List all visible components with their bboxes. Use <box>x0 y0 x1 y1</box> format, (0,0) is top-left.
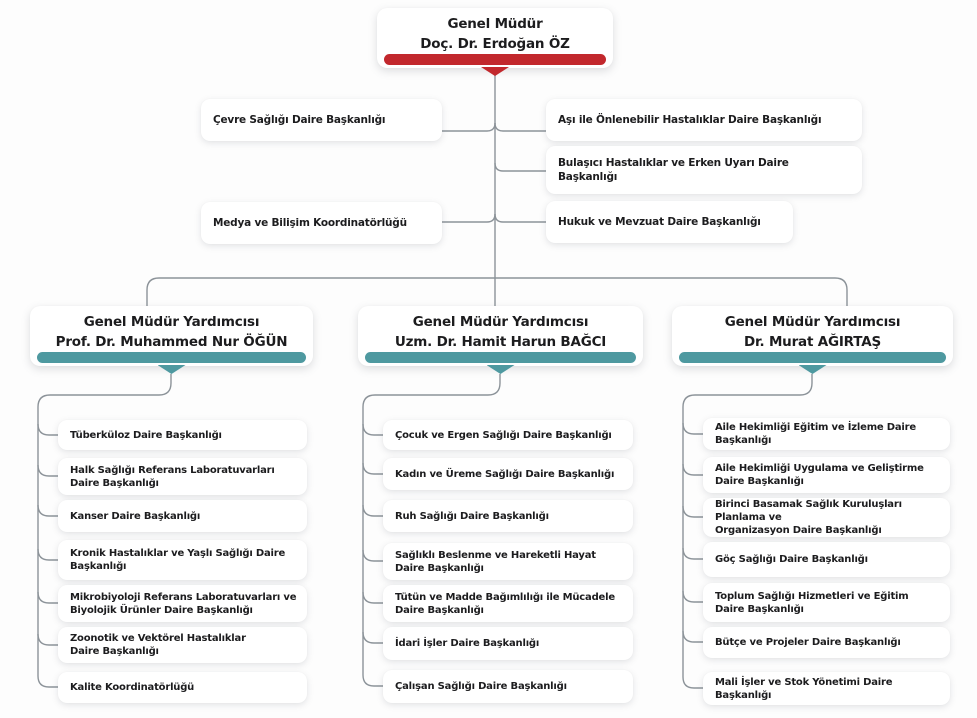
dept-item: Kanser Daire Başkanlığı <box>58 500 307 532</box>
dept-item-label: Göç Sağlığı Daire Başkanlığı <box>715 554 868 565</box>
connector-lines <box>37 72 848 689</box>
dept-item-label: Bütçe ve Projeler Daire Başkanlığı <box>715 637 901 648</box>
deputy-tail <box>798 365 827 374</box>
dept-item-label: Kronik Hastalıklar ve Yaşlı Sağlığı Dair… <box>70 548 286 572</box>
dept-item: Bütçe ve Projeler Daire Başkanlığı <box>703 627 950 658</box>
dept-item-label: Mikrobiyoloji Referans Laboratuvarları v… <box>70 591 297 616</box>
dept-item: Toplum Sağlığı Hizmetleri ve Eğitim Dair… <box>703 583 950 622</box>
staff-label: Çevre Sağlığı Daire Başkanlığı <box>213 113 386 126</box>
root-node: Genel Müdür Doç. Dr. Erdoğan ÖZ <box>377 8 613 76</box>
staff-node-hukuk: Hukuk ve Mevzuat Daire Başkanlığı <box>546 201 793 243</box>
dept-item-label: Birinci Basamak Sağlık Kuruluşları Planl… <box>715 499 902 536</box>
dept-item: Kadın ve Üreme Sağlığı Daire Başkanlığı <box>383 458 633 490</box>
staff-label: Medya ve Bilişim Koordinatörlüğü <box>213 216 407 229</box>
dept-item: Halk Sağlığı Referans Laboratuvarları Da… <box>58 458 307 495</box>
staff-label: Hukuk ve Mevzuat Daire Başkanlığı <box>558 215 761 228</box>
dept-item-label: Tüberküloz Daire Başkanlığı <box>70 429 222 441</box>
dept-item: Mikrobiyoloji Referans Laboratuvarları v… <box>58 585 307 622</box>
dept-item-label: Toplum Sağlığı Hizmetleri ve Eğitim Dair… <box>715 590 909 615</box>
dept-item-label: Mali İşler ve Stok Yönetimi Daire Başkan… <box>715 676 893 701</box>
deputy-accent-bar <box>37 352 306 363</box>
dept-item: Zoonotik ve Vektörel Hastalıklar Daire B… <box>58 627 307 663</box>
deputy-title: Genel Müdür Yardımcısı <box>724 314 901 330</box>
dept-item-label: Çocuk ve Ergen Sağlığı Daire Başkanlığı <box>395 429 612 441</box>
staff-node-asi: Aşı ile Önlenebilir Hastalıklar Daire Ba… <box>546 99 862 141</box>
staff-node-bulasici: Bulaşıcı Hastalıklar ve Erken Uyarı Dair… <box>546 146 862 194</box>
dept-item: Mali İşler ve Stok Yönetimi Daire Başkan… <box>703 672 950 705</box>
dept-item-label: Çalışan Sağlığı Daire Başkanlığı <box>395 681 567 692</box>
deputy-title: Genel Müdür Yardımcısı <box>83 314 260 330</box>
deputy-name: Uzm. Dr. Hamit Harun BAĞCI <box>394 333 607 350</box>
root-name: Doç. Dr. Erdoğan ÖZ <box>420 35 570 52</box>
dept-item-label: Aile Hekimliği Eğitim ve İzleme Daire Ba… <box>715 422 916 446</box>
deputy-accent-bar <box>679 352 946 363</box>
dept-item-label: Kalite Koordinatörlüğü <box>70 682 195 693</box>
dept-item-label: Zoonotik ve Vektörel Hastalıklar Daire B… <box>70 633 246 657</box>
dept-item-label: Aile Hekimliği Uygulama ve Geliştirme Da… <box>715 463 924 487</box>
staff-label: Aşı ile Önlenebilir Hastalıklar Daire Ba… <box>558 113 822 126</box>
deputy-node-2: Genel Müdür Yardımcısı Uzm. Dr. Hamit Ha… <box>358 306 643 374</box>
deputy-name: Prof. Dr. Muhammed Nur ÖĞÜN <box>55 333 288 350</box>
deputy-node-1: Genel Müdür Yardımcısı Prof. Dr. Muhamme… <box>30 306 313 374</box>
dept-item: Çocuk ve Ergen Sağlığı Daire Başkanlığı <box>383 420 633 450</box>
staff-label: Bulaşıcı Hastalıklar ve Erken Uyarı Dair… <box>558 156 789 183</box>
dept-item: Ruh Sağlığı Daire Başkanlığı <box>383 500 633 532</box>
deputy-title: Genel Müdür Yardımcısı <box>412 314 589 330</box>
deputy-tail <box>486 365 515 374</box>
dept-item: İdari İşler Daire Başkanlığı <box>383 627 633 660</box>
dept-item-label: Halk Sağlığı Referans Laboratuvarları Da… <box>70 464 275 489</box>
dept-item-label: Sağlıklı Beslenme ve Hareketli Hayat Dai… <box>395 549 596 574</box>
dept-item: Aile Hekimliği Eğitim ve İzleme Daire Ba… <box>703 418 950 450</box>
dept-item: Aile Hekimliği Uygulama ve Geliştirme Da… <box>703 457 950 493</box>
dept-item-label: Tütün ve Madde Bağımlılığı ile Mücadele … <box>395 591 615 616</box>
deputy-accent-bar <box>365 352 636 363</box>
dept-item: Birinci Basamak Sağlık Kuruluşları Planl… <box>703 498 950 537</box>
dept-item: Tüberküloz Daire Başkanlığı <box>58 420 307 450</box>
deputy-name: Dr. Murat AĞIRTAŞ <box>743 333 881 350</box>
dept-item: Kalite Koordinatörlüğü <box>58 672 307 703</box>
staff-node-medya-bilisim: Medya ve Bilişim Koordinatörlüğü <box>201 202 442 244</box>
deputy-node-3: Genel Müdür Yardımcısı Dr. Murat AĞIRTAŞ <box>672 306 953 374</box>
staff-node-cevre-sagligi: Çevre Sağlığı Daire Başkanlığı <box>201 99 442 141</box>
dept-item: Tütün ve Madde Bağımlılığı ile Mücadele … <box>383 585 633 622</box>
dept-item: Sağlıklı Beslenme ve Hareketli Hayat Dai… <box>383 543 633 580</box>
dept-item: Göç Sağlığı Daire Başkanlığı <box>703 542 950 577</box>
dept-item-label: İdari İşler Daire Başkanlığı <box>395 638 540 649</box>
root-tail <box>481 67 509 76</box>
dept-item-label: Ruh Sağlığı Daire Başkanlığı <box>395 510 549 522</box>
root-accent-bar <box>384 54 606 65</box>
dept-item: Çalışan Sağlığı Daire Başkanlığı <box>383 670 633 703</box>
dept-item-label: Kadın ve Üreme Sağlığı Daire Başkanlığı <box>395 468 615 480</box>
dept-item-label: Kanser Daire Başkanlığı <box>70 510 201 522</box>
deputy-tail <box>157 365 186 374</box>
root-title: Genel Müdür <box>447 16 543 32</box>
dept-item: Kronik Hastalıklar ve Yaşlı Sağlığı Dair… <box>58 540 307 580</box>
